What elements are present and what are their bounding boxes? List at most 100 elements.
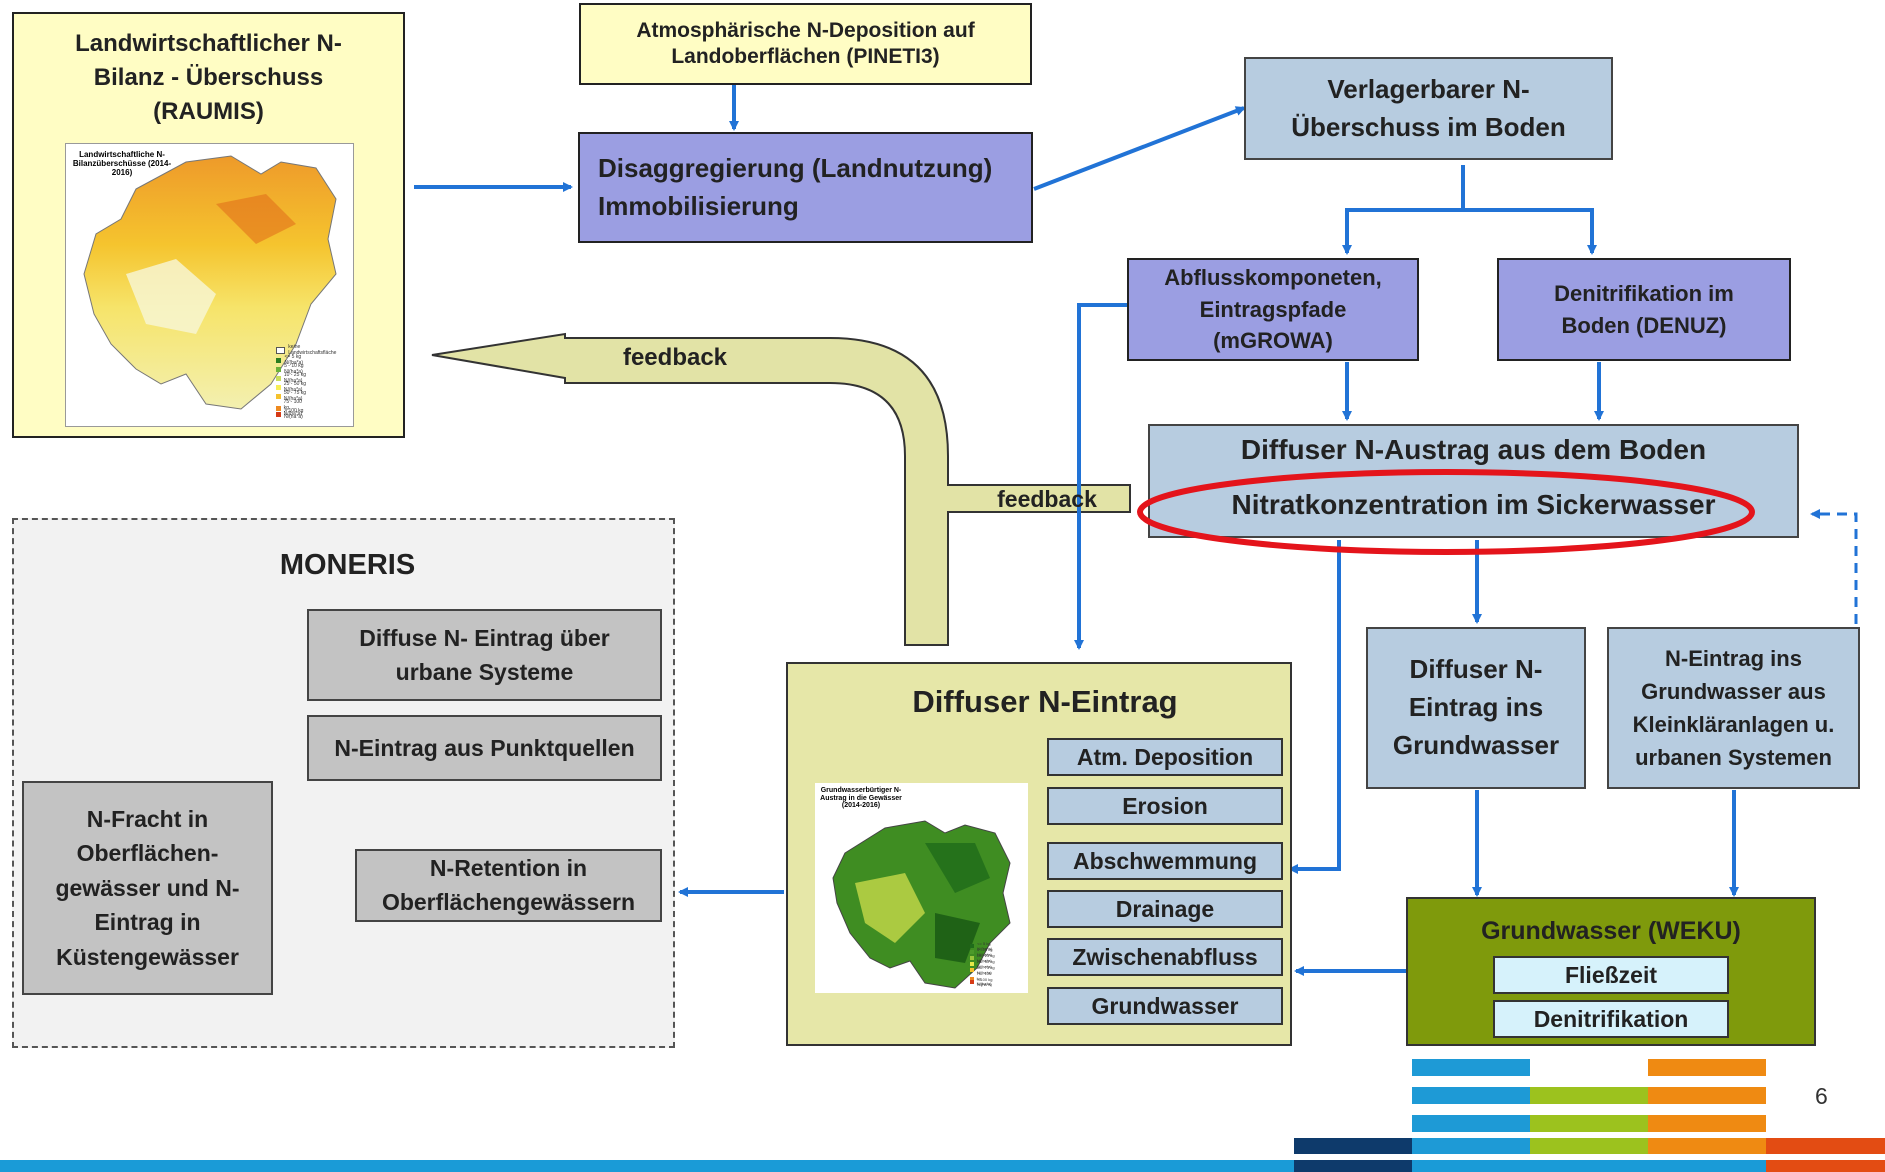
legend-label: 10 - 25 kg N/(ha*a) <box>283 372 307 384</box>
legend-swatch <box>276 366 282 372</box>
pathway-label: Atm. Deposition <box>1076 743 1254 770</box>
pathway-grundwasser: Grundwasser <box>1047 987 1283 1025</box>
eintrag-map: Grundwasserbürtiger N-Austrag in die Gew… <box>815 783 1028 993</box>
legend-label: keine Landwirtschaftsfläche <box>288 344 337 356</box>
legend-swatch <box>970 950 974 954</box>
diffuser-grundwasser-box: Diffuser N-Eintrag ins Grundwasser <box>1366 627 1586 789</box>
diffuser-austrag-box: Diffuser N-Austrag aus dem Boden Nitratk… <box>1148 424 1799 538</box>
legend-swatch <box>276 393 281 399</box>
raumis-title: Landwirtschaftlicher N-Bilanz - Überschu… <box>75 30 342 126</box>
verlagerbar-box: Verlagerbarer N-Überschuss im Boden <box>1244 57 1613 160</box>
feedback-arrow <box>431 332 1131 646</box>
pathway-atm-deposition: Atm. Deposition <box>1047 738 1283 776</box>
kleinklaeranlagen-box: N-Eintrag ins Grundwasser aus Kleinklära… <box>1607 627 1860 789</box>
legend-label: 50 - 75 kg N/(ha*a) <box>283 390 307 402</box>
page-number: 6 <box>1815 1083 1828 1109</box>
pathway-label: Grundwasser <box>1091 992 1239 1019</box>
legend-swatch <box>276 405 281 411</box>
grundwasser-weku-box: Grundwasser (WEKU) Fließzeit Denitrifika… <box>1406 897 1816 1046</box>
raumis-legend-item: 75 - 100 kg N/(ha*a) <box>276 399 307 417</box>
pathway-zwischenabfluss: Zwischenabfluss <box>1047 938 1283 976</box>
disaggregation-box: Disaggregierung (Landnutzung) Immobilisi… <box>578 132 1033 243</box>
moneris-urban-label: Diffuse N- Eintrag über urbane Systeme <box>359 624 610 686</box>
arrow-disagg-to-verlagerbar <box>1033 106 1246 191</box>
legend-swatch <box>276 357 282 363</box>
moneris-title: MONERIS <box>279 548 416 581</box>
legend-swatch <box>276 384 281 390</box>
atm-deposition-box: Atmosphärische N-Deposition auf Landober… <box>579 3 1032 85</box>
legend-swatch <box>276 346 286 354</box>
diffuser-eintrag-title: Diffuser N-Eintrag <box>912 683 1178 719</box>
legend-swatch <box>970 976 974 981</box>
raumis-legend-item: > 100 kg N/(ha*a) <box>276 408 307 420</box>
legend-swatch <box>970 962 974 966</box>
pathway-label: Erosion <box>1122 792 1208 819</box>
eintrag-legend-item: 5 - 10 kg N/(ha*a) <box>970 947 995 957</box>
pathway-erosion: Erosion <box>1047 787 1283 825</box>
eintrag-legend-item: 50 - 75 kg N/(ha*a) <box>970 965 995 975</box>
legend-label: <= 5 kg N/(ha*a) <box>284 354 304 366</box>
legend-label: 50 - 75 kg N/(ha*a) <box>976 965 995 975</box>
moneris-retention-box: N-Retention in Oberflächengewässern <box>355 849 662 922</box>
denitrifikation-gw-box: Denitrifikation <box>1493 1000 1729 1039</box>
legend-swatch <box>276 375 281 381</box>
abfluss-box: Abflusskomponeten, Eintragspfade (mGROWA… <box>1127 258 1419 361</box>
legend-swatch <box>970 968 974 972</box>
eintrag-legend-item: 25 - 50 kg N/(ha*a) <box>970 959 995 969</box>
moneris-fracht-box: N-Fracht in Oberflächen-gewässer und N-E… <box>22 781 273 995</box>
legend-label: 5 - 10 kg N/(ha*a) <box>284 363 304 375</box>
atm-deposition-label: Atmosphärische N-Deposition auf Landober… <box>636 18 975 68</box>
pathway-label: Drainage <box>1115 895 1215 922</box>
feedback-label-bottom: feedback <box>997 485 1097 512</box>
legend-label: 25 - 50 kg N/(ha*a) <box>976 959 995 969</box>
legend-label: > 100 kg N/(ha*a) <box>284 408 304 420</box>
arrow-austrag-to-abschwemmung <box>1288 540 1341 874</box>
arrow-abfluss-to-eintrag <box>1074 303 1127 650</box>
denitrifikation-boden-box: Denitrifikation im Boden (DENUZ) <box>1497 258 1791 361</box>
fliesszeit-box: Fließzeit <box>1493 956 1729 995</box>
eintrag-legend-item: > 100 kg N/(ha*a) <box>970 977 995 987</box>
kleinklaeranlagen-label: N-Eintrag ins Grundwasser aus Kleinklära… <box>1632 646 1835 770</box>
denitrifikation-boden-label: Denitrifikation im Boden (DENUZ) <box>1554 280 1734 338</box>
pathway-drainage: Drainage <box>1047 890 1283 928</box>
legend-label: <= 5 kg N/(ha*a) <box>977 941 993 951</box>
legend-label: > 100 kg N/(ha*a) <box>976 977 993 987</box>
arrow-verlagerbar-split <box>1342 165 1465 255</box>
moneris-fracht-label: N-Fracht in Oberflächen-gewässer und N-E… <box>55 805 240 970</box>
legend-label: 75 - 100 kg N/(ha*a) <box>283 399 303 417</box>
legend-swatch <box>276 411 282 417</box>
diffuser-grundwasser-label: Diffuser N-Eintrag ins Grundwasser <box>1392 654 1560 760</box>
pathway-label: Zwischenabfluss <box>1072 943 1258 970</box>
eintrag-map-title: Grundwasserbürtiger N-Austrag in die Gew… <box>820 787 902 810</box>
pathway-label: Abschwemmung <box>1072 847 1258 874</box>
raumis-map-title: Landwirtschaftliche N-Bilanzüberschüsse … <box>72 150 172 177</box>
legend-label: 25 - 50 kg N/(ha*a) <box>283 381 307 393</box>
moneris-urban-box: Diffuse N- Eintrag über urbane Systeme <box>307 609 662 701</box>
moneris-punkt-box: N-Eintrag aus Punktquellen <box>307 715 662 781</box>
moneris-punkt-label: N-Eintrag aus Punktquellen <box>334 734 635 761</box>
legend-label: 10 - 25 kg N/(ha*a) <box>976 953 995 963</box>
abfluss-label: Abflusskomponeten, Eintragspfade (mGROWA… <box>1164 264 1382 354</box>
legend-swatch <box>970 956 974 960</box>
eintrag-legend-item: 10 - 25 kg N/(ha*a) <box>970 953 995 963</box>
raumis-map: Landwirtschaftliche N-Bilanzüberschüsse … <box>65 143 354 427</box>
arrow-verlagerbar-to-deni <box>1463 208 1597 255</box>
eintrag-legend-item: <= 5 kg N/(ha*a) <box>970 941 995 951</box>
raumis-legend-item: 5 - 10 kg N/(ha*a) <box>276 363 307 375</box>
legend-swatch <box>970 944 975 948</box>
feedback-label-top: feedback <box>622 344 728 371</box>
disaggregation-label: Disaggregierung (Landnutzung) Immobilisi… <box>598 152 993 221</box>
diffuser-austrag-title: Diffuser N-Austrag aus dem Boden <box>1240 434 1707 465</box>
pathway-abschwemmung: Abschwemmung <box>1047 842 1283 880</box>
eintrag-map-shape <box>832 820 1011 989</box>
eintrag-legend-item: 75 - 100 kg N/(ha*a) <box>970 971 995 986</box>
raumis-legend-item: keine Landwirtschaftsfläche <box>276 344 338 356</box>
legend-label: 5 - 10 kg N/(ha*a) <box>976 947 993 957</box>
denitrifikation-gw-label: Denitrifikation <box>1533 1005 1689 1032</box>
grundwasser-weku-title: Grundwasser (WEKU) <box>1481 917 1741 945</box>
raumis-legend-item: 10 - 25 kg N/(ha*a) <box>276 372 307 384</box>
legend-swatch <box>970 980 974 984</box>
raumis-legend-item: 50 - 75 kg N/(ha*a) <box>276 390 307 402</box>
legend-label: 75 - 100 kg N/(ha*a) <box>976 971 992 986</box>
raumis-map-shape <box>83 155 337 410</box>
